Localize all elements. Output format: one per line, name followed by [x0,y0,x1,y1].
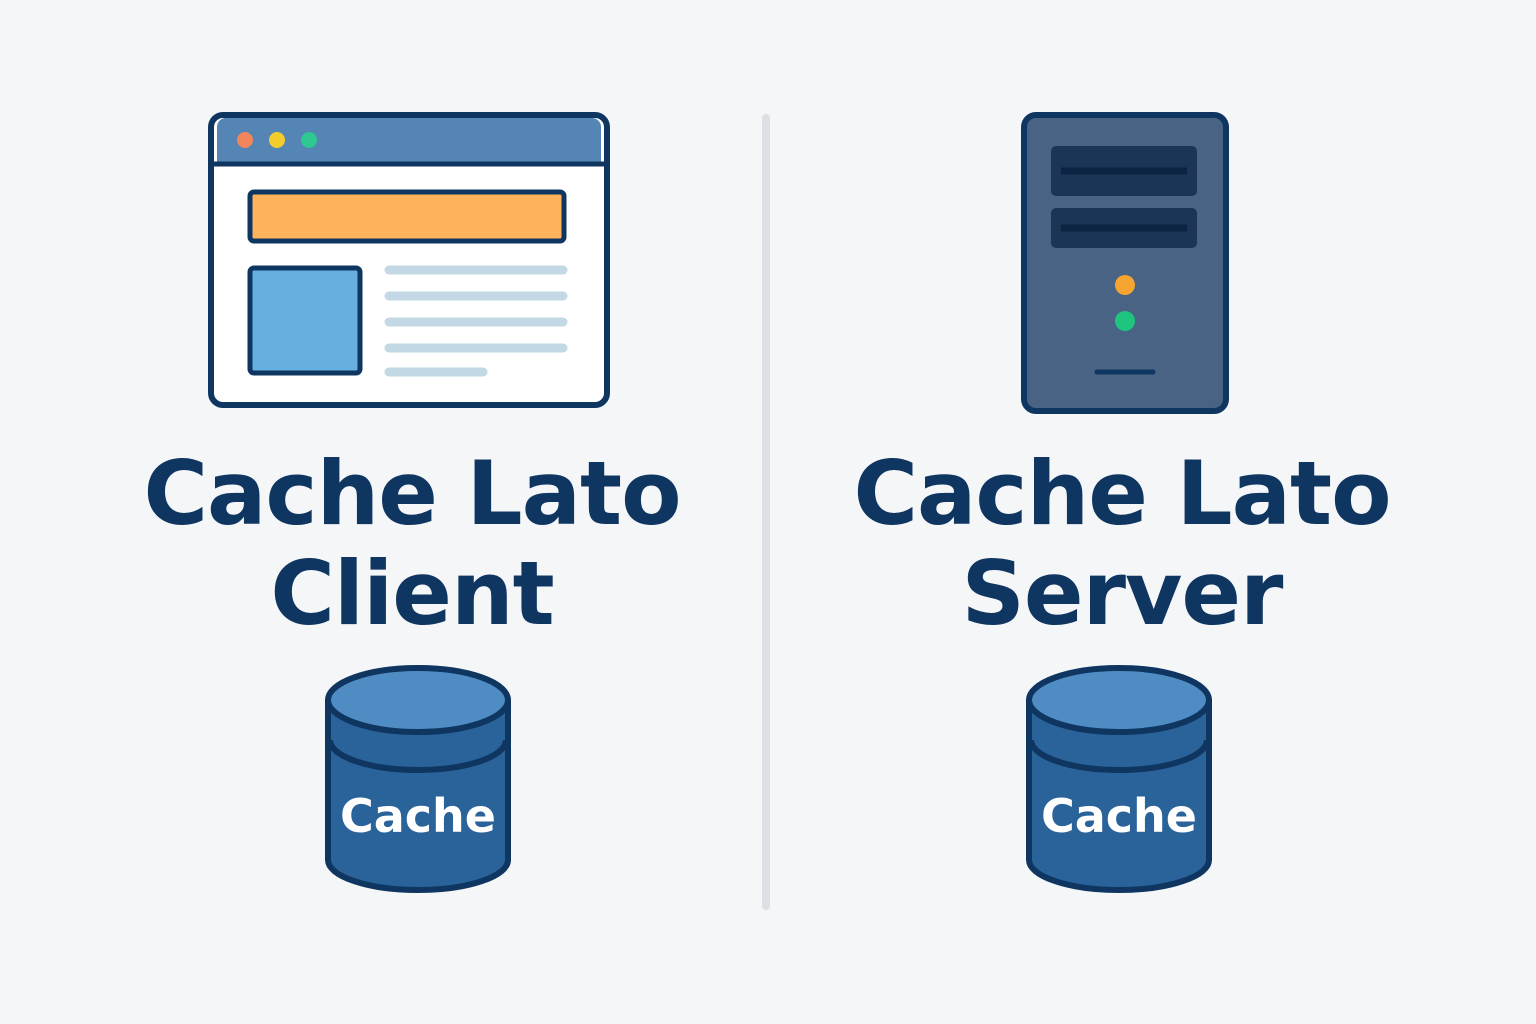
window-minimize-dot [269,132,285,148]
server-title-line1: Cache Lato [853,442,1391,545]
server-database-icon: Cache [1025,662,1213,898]
browser-banner [247,189,567,244]
center-divider [762,114,770,910]
server-status-led-green [1115,311,1135,331]
client-database-icon: Cache [324,662,512,898]
browser-window-icon [208,112,610,408]
client-title-line2: Client [270,542,554,645]
window-maximize-dot [301,132,317,148]
client-title-line1: Cache Lato [143,442,681,545]
server-title-line2: Server [961,542,1284,645]
server-cache-title: Cache Lato Server [772,444,1472,644]
server-status-led-orange [1115,275,1135,295]
window-close-dot [237,132,253,148]
client-database-label: Cache [340,789,496,843]
browser-text-lines [384,265,568,377]
server-tower-icon [1021,112,1229,414]
server-database-label: Cache [1041,789,1197,843]
client-cache-title: Cache Lato Client [62,444,762,644]
browser-image-placeholder [247,265,363,376]
